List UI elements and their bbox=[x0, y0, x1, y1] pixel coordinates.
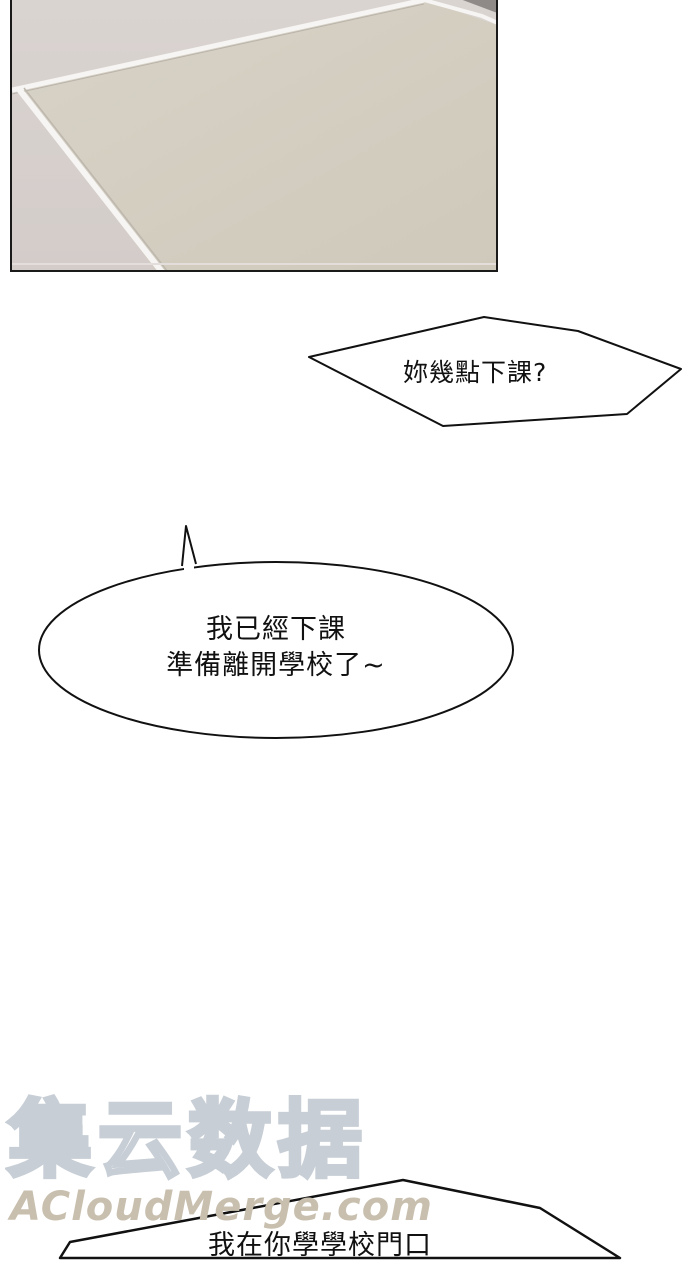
bubble-text-question: 妳幾點下課? bbox=[403, 358, 548, 387]
ellipse-bubble-outline bbox=[38, 525, 514, 739]
comic-panel-floor bbox=[10, 0, 498, 272]
bubble-text-partial: 我在你學學校門口 bbox=[208, 1230, 432, 1261]
speech-bubble-answer: 我已經下課 準備離開學校了~ bbox=[36, 524, 518, 742]
watermark-cn-text: 集云数据 bbox=[6, 1091, 369, 1189]
bubble-text-answer: 我已經下課 準備離開學校了~ bbox=[166, 614, 386, 682]
floor-tiles-illustration bbox=[12, 0, 496, 270]
hexagon-bubble-outline bbox=[308, 316, 682, 427]
speech-bubble-partial: 我在你學學校門口 bbox=[58, 1178, 690, 1261]
speech-bubble-question: 妳幾點下課? bbox=[305, 312, 690, 432]
